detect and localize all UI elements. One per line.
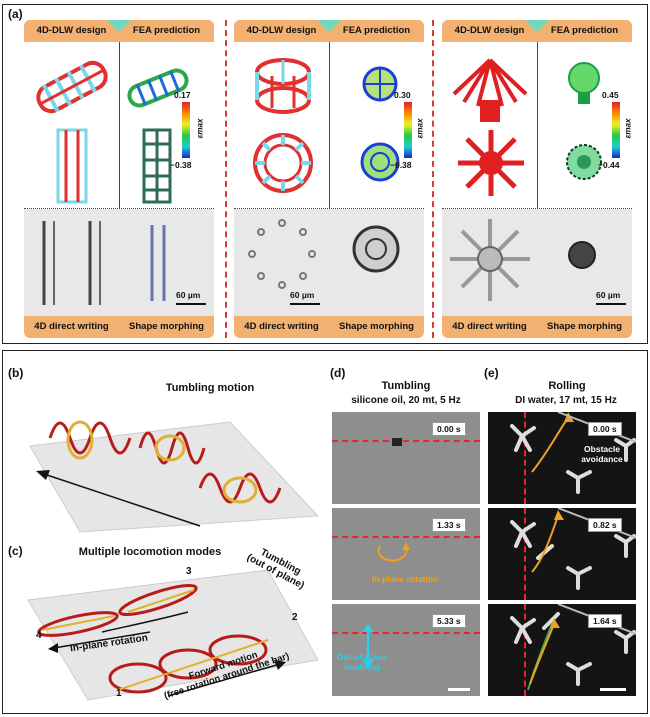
- col1-scale-bar: [176, 303, 206, 305]
- panel-e-subtitle: DI water, 17 mt, 15 Hz: [515, 395, 617, 406]
- panel-e-time-1: 0.00 s: [588, 422, 622, 436]
- label-e: (e): [484, 366, 499, 380]
- panel-c-n4: 4: [36, 630, 42, 641]
- col3-scale-text: 60 µm: [596, 290, 621, 300]
- col3-cbar-max: 0.45: [602, 90, 619, 100]
- double-arrow-icon: [362, 624, 374, 668]
- col2-scale-text: 60 µm: [290, 290, 315, 300]
- col1-footer-right: Shape morphing: [129, 321, 204, 332]
- panel-d-scale-bar: [448, 688, 470, 691]
- panel-e-title: Rolling: [548, 380, 586, 392]
- panel-a-col-1: 4D-DLW design FEA prediction: [24, 20, 214, 338]
- col2-footer-left: 4D direct writing: [244, 321, 319, 332]
- col2-footer: 4D direct writing Shape morphing: [234, 316, 424, 338]
- panel-b-illustration: [29, 420, 320, 533]
- col1-fea-3d: [127, 68, 189, 108]
- col1-header-left: 4D-DLW design: [36, 25, 107, 36]
- col3-footer-right: Shape morphing: [547, 321, 622, 332]
- col1-fea-2d: [142, 128, 172, 204]
- rotation-arrow-icon: [377, 542, 410, 562]
- col2-design-2d: [253, 133, 313, 193]
- col1-footer-left: 4D direct writing: [34, 321, 109, 332]
- col1-notch: [107, 20, 131, 32]
- panel-d-out-of-plane: Out-of-plane tumbling: [336, 652, 388, 672]
- col1-cbar-min: −0.38: [170, 160, 192, 170]
- col2-strain-label: εmax: [415, 118, 425, 139]
- panel-d-subtitle: silicone oil, 20 mt, 5 Hz: [351, 395, 461, 406]
- col1-design-3d: [36, 60, 108, 114]
- col1-cbar-max: 0.17: [174, 90, 191, 100]
- panel-e-obstacle: Obstacle avoidance: [581, 444, 623, 464]
- label-a: (a): [8, 7, 23, 21]
- col3-header-left: 4D-DLW design: [454, 25, 525, 36]
- col1-colorbar: [182, 102, 190, 158]
- col1-scale-text: 60 µm: [176, 290, 201, 300]
- panel-d-robot-1: [392, 438, 402, 446]
- col2-micrograph: [234, 209, 424, 316]
- panel-d-in-plane: In-plane rotation: [371, 574, 439, 584]
- col2-colorbar: [404, 102, 412, 158]
- col3-footer: 4D direct writing Shape morphing: [442, 316, 632, 338]
- col3-header-right: FEA prediction: [550, 25, 619, 36]
- label-c: (c): [8, 544, 23, 558]
- panel-a-col-3: 4D-DLW design FEA prediction 0.45 −0.44 …: [442, 20, 632, 338]
- col3-design-2d: [458, 130, 524, 196]
- col3-colorbar: [612, 102, 620, 158]
- panel-c-title: Multiple locomotion modes: [78, 546, 222, 558]
- obstacle-robots: [510, 412, 636, 494]
- col3-design-3d: [452, 58, 528, 122]
- col3-notch: [525, 20, 549, 32]
- col2-scale-bar: [290, 303, 320, 305]
- separator-1: [225, 20, 227, 338]
- label-d: (d): [330, 366, 346, 380]
- panel-d-time-1: 0.00 s: [432, 422, 466, 436]
- panel-a-frame: [2, 4, 648, 344]
- col1-micrograph: [24, 209, 214, 316]
- col2-fea-2d: [360, 142, 400, 182]
- panel-d-title: Tumbling: [381, 380, 431, 392]
- col2-header-right: FEA prediction: [342, 25, 411, 36]
- panel-e-time-2: 0.82 s: [588, 518, 622, 532]
- col2-footer-right: Shape morphing: [339, 321, 414, 332]
- col2-notch: [317, 20, 341, 32]
- col2-cbar-max: 0.30: [394, 90, 411, 100]
- col3-strain-label: εmax: [623, 118, 633, 139]
- col2-header-left: 4D-DLW design: [246, 25, 317, 36]
- panel-d-time-3: 5.33 s: [432, 614, 466, 628]
- panel-c-n1: 1: [116, 688, 122, 699]
- separator-2: [432, 20, 434, 338]
- col2-design-3d: [255, 58, 311, 114]
- col3-fea-2d: [566, 144, 602, 180]
- panel-b-title: Tumbling motion: [165, 382, 255, 394]
- col3-micrograph: [442, 209, 632, 316]
- panel-c-illustration: [27, 569, 318, 701]
- panel-c-n3: 3: [186, 566, 192, 577]
- col1-header-right: FEA prediction: [132, 25, 201, 36]
- panel-a-col-2: 4D-DLW design FEA prediction 0.30 −0.38 …: [234, 20, 424, 338]
- bottom-frame: [2, 350, 648, 714]
- col2-fea-3d: [362, 66, 398, 102]
- panel-e-frame-2: [488, 508, 636, 600]
- col3-footer-left: 4D direct writing: [452, 321, 527, 332]
- col2-cbar-min: −0.38: [390, 160, 412, 170]
- col1-strain-label: εmax: [195, 118, 205, 139]
- label-b: (b): [8, 366, 24, 380]
- panel-c-n2: 2: [292, 612, 298, 623]
- col3-cbar-min: −0.44: [598, 160, 620, 170]
- panel-e-time-3: 1.64 s: [588, 614, 622, 628]
- col3-fea-3d: [568, 62, 600, 104]
- col3-scale-bar: [596, 303, 626, 305]
- panel-d-time-2: 1.33 s: [432, 518, 466, 532]
- col1-design-2d: [56, 128, 88, 204]
- panel-e-scale-bar: [600, 688, 626, 691]
- col1-footer: 4D direct writing Shape morphing: [24, 316, 214, 338]
